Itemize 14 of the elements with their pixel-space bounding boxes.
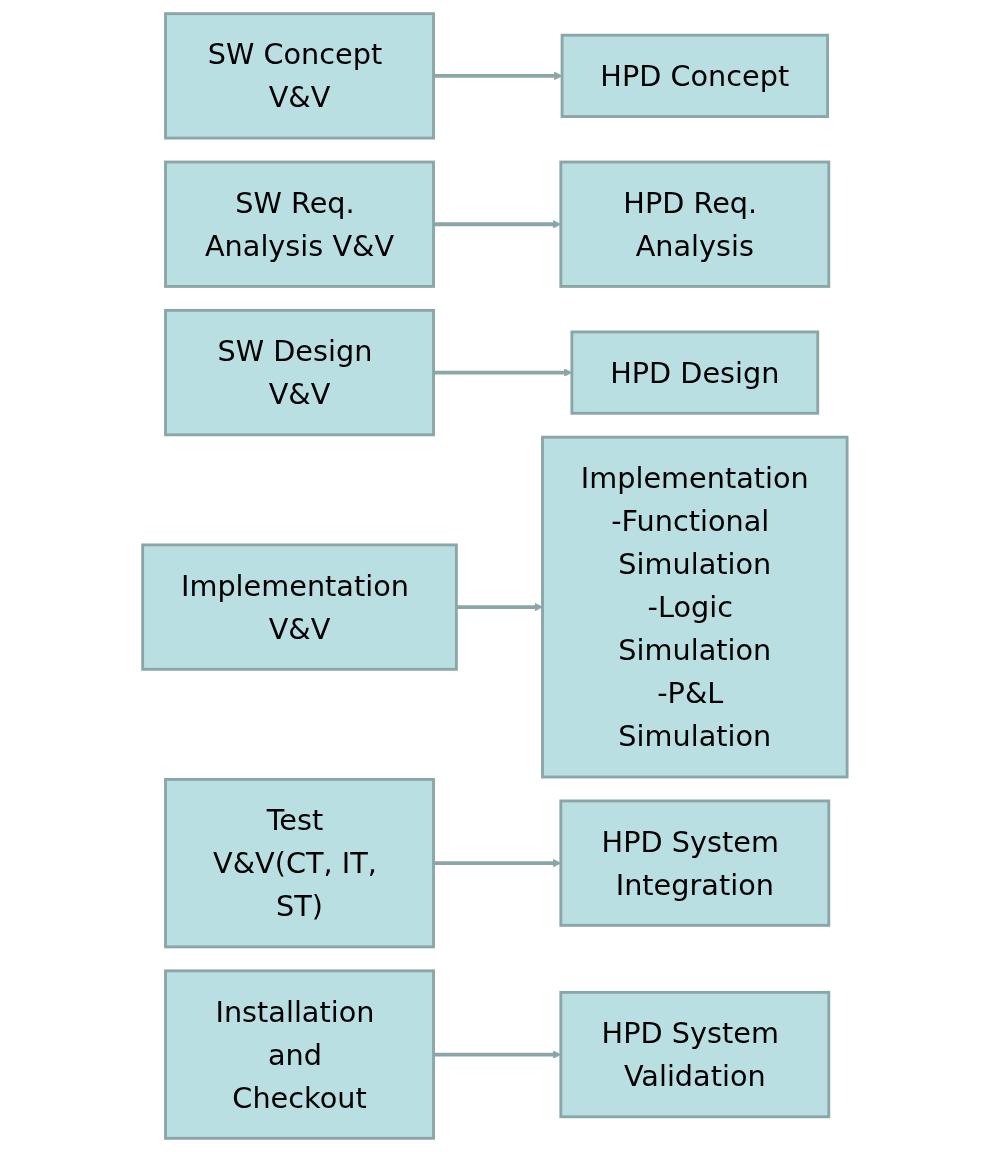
node-box: HPD Concept <box>560 33 830 118</box>
arrow <box>433 71 563 81</box>
node-box: HPD Req. Analysis <box>559 160 831 288</box>
node-box: SW Concept V&V <box>164 12 436 140</box>
node-box: Implementation -Functional Simulation -Logic Simulation -P&L Simulation <box>541 435 849 779</box>
node-box: Test V&V(CT, IT, ST) <box>164 777 436 949</box>
node-box: HPD System Integration <box>559 799 831 927</box>
node-box: SW Req. Analysis V&V <box>164 160 436 288</box>
node-box: Installation and Checkout <box>164 969 436 1140</box>
node-box: HPD System Validation <box>559 990 831 1119</box>
node-box: SW Design V&V <box>164 308 436 437</box>
node-box: HPD Design <box>570 330 820 415</box>
arrow <box>456 602 543 612</box>
node-box: Implementation V&V <box>141 543 458 671</box>
